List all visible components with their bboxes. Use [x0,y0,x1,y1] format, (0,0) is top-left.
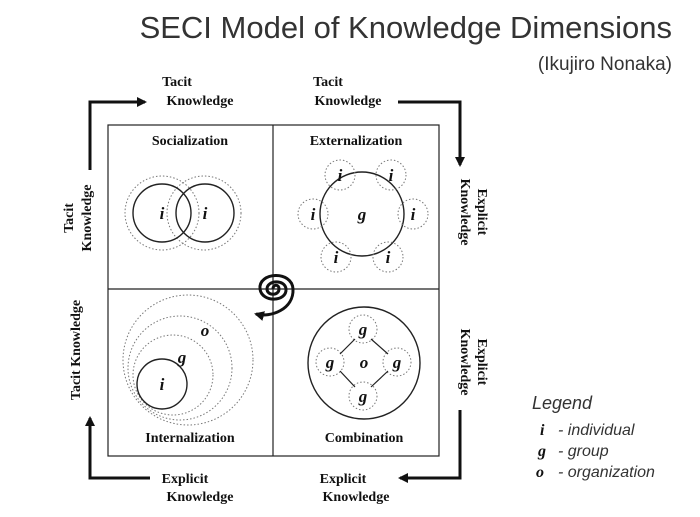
organization-symbol: o [201,321,210,340]
externalization-label: Externalization [310,134,403,149]
legend-symbol: i [540,422,545,439]
legend-title: Legend [532,393,593,413]
top-left-knowledge-word: Knowledge [167,94,234,109]
individual-symbol: i [338,166,343,185]
top-left-tacit-word: Tacit [162,75,192,90]
flow-arrow-bottom-right [398,410,462,483]
bottom-right-explicit-word: Explicit [320,472,367,487]
page-subtitle: (Ikujiro Nonaka) [537,54,672,75]
individual-symbol: i [160,204,165,223]
internalization-graphic: o g i [122,294,254,426]
flow-arrow-top-right [398,100,465,167]
right-upper-explicit-word: Explicit [474,189,489,236]
individual-symbol: i [311,205,316,224]
individual-symbol: i [160,375,165,394]
right-lower-knowledge-word: Knowledge [457,329,472,396]
flow-arrow-bottom-left [85,416,150,480]
individual-symbol: i [411,205,416,224]
combination-graphic: g g o g g [307,306,421,420]
individual-symbol: i [386,248,391,267]
group-symbol: g [392,353,402,372]
legend-symbol: o [536,464,544,481]
group-symbol: g [325,353,335,372]
bottom-right-knowledge-word: Knowledge [323,490,390,505]
bottom-left-explicit-word: Explicit [162,472,209,487]
left-lower-tacit-knowledge: Tacit Knowledge [69,300,84,400]
page-title: SECI Model of Knowledge Dimensions [139,10,672,45]
organization-symbol: o [360,353,369,372]
right-lower-explicit-word: Explicit [474,339,489,386]
individual-symbol: i [203,204,208,223]
externalization-graphic: g i i i i i i [297,159,429,273]
right-upper-knowledge-word: Knowledge [457,179,472,246]
legend-symbol: g [537,443,546,460]
socialization-label: Socialization [152,134,228,149]
bottom-left-knowledge-word: Knowledge [167,490,234,505]
internalization-label: Internalization [145,431,235,446]
combination-label: Combination [325,431,404,446]
flow-arrow-top-left [88,97,147,170]
group-symbol: g [177,348,187,367]
top-right-knowledge-word: Knowledge [315,94,382,109]
left-upper-tacit-word: Tacit [62,203,77,233]
group-symbol: g [358,387,368,406]
legend-label: - organization [558,464,655,481]
socialization-graphic: i i [124,175,242,251]
individual-symbol: i [334,248,339,267]
legend-label: - group [558,443,609,460]
top-right-tacit-word: Tacit [313,75,343,90]
legend: Legend i - individual g - group o - orga… [532,393,655,481]
left-upper-knowledge-word: Knowledge [80,185,95,252]
legend-label: - individual [558,422,635,439]
individual-symbol: i [389,166,394,185]
group-symbol: g [358,320,368,339]
group-symbol: g [357,205,367,224]
spiral-icon [254,274,295,321]
